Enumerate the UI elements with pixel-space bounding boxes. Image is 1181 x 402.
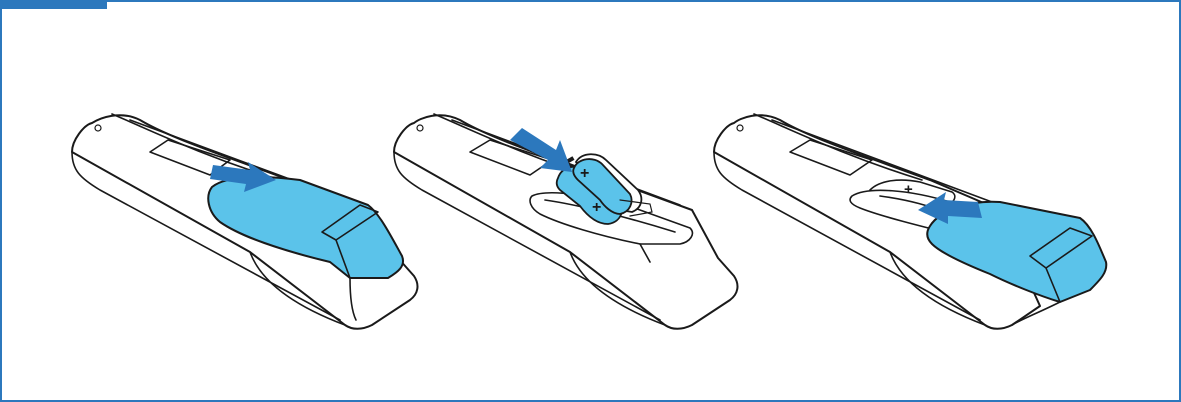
arrow-left-icon [918, 192, 982, 224]
step-3-remote: + [713, 113, 1108, 330]
battery-plus-mark: + [592, 199, 601, 216]
arrow-right-icon [210, 162, 276, 192]
corner-tab [0, 0, 107, 9]
battery-cover [926, 200, 1108, 303]
step-2-remote: + + [393, 113, 739, 330]
battery-pair [555, 153, 653, 225]
arrow-down-right-icon [510, 128, 572, 172]
battery-plus-mark: + [580, 165, 589, 182]
battery-plus-mark: + [904, 181, 913, 198]
remote-body [393, 114, 739, 330]
step-1-remote [71, 113, 419, 330]
remote-body [713, 114, 1041, 330]
battery-cover [207, 175, 404, 279]
